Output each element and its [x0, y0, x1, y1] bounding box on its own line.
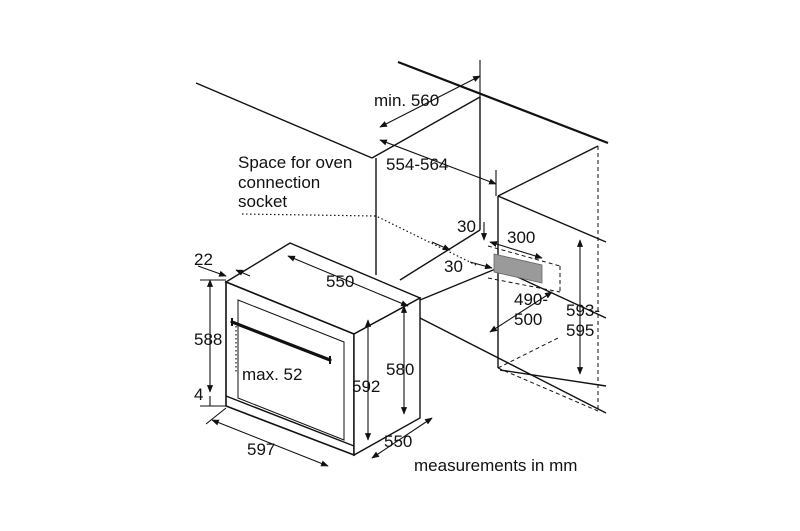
- label-side-offset: 30: [444, 257, 463, 276]
- label-socket-pos-1: 490-: [514, 290, 548, 309]
- label-min-width: min. 560: [374, 91, 439, 110]
- label-socket-line1: Space for oven: [238, 153, 352, 172]
- label-oven-depth-bottom: 550: [384, 432, 412, 451]
- label-oven-width: 597: [247, 440, 275, 459]
- dimension-labels: min. 560 554-564 Space for oven connecti…: [194, 91, 600, 475]
- label-oven-depth-top: 550: [326, 272, 354, 291]
- label-oven-height: 592: [352, 377, 380, 396]
- label-front-thickness: 22: [194, 250, 213, 269]
- dimension-lines: [197, 60, 584, 467]
- label-socket-width: 300: [507, 228, 535, 247]
- label-niche-height-2: 595: [566, 321, 594, 340]
- label-bottom-gap: 4: [194, 385, 203, 404]
- label-socket-line2: connection: [238, 173, 320, 192]
- label-body-height: 580: [386, 360, 414, 379]
- label-socket-pos-2: 500: [514, 310, 542, 329]
- oven: [224, 242, 422, 457]
- label-top-offset: 30: [457, 217, 476, 236]
- label-handle-max: max. 52: [242, 365, 302, 384]
- label-units-note: measurements in mm: [414, 456, 577, 475]
- label-socket-line3: socket: [238, 192, 287, 211]
- label-niche-height-1: 593-: [566, 301, 600, 320]
- socket-area: [493, 253, 543, 284]
- label-width-range: 554-564: [386, 155, 448, 174]
- label-front-height: 588: [194, 330, 222, 349]
